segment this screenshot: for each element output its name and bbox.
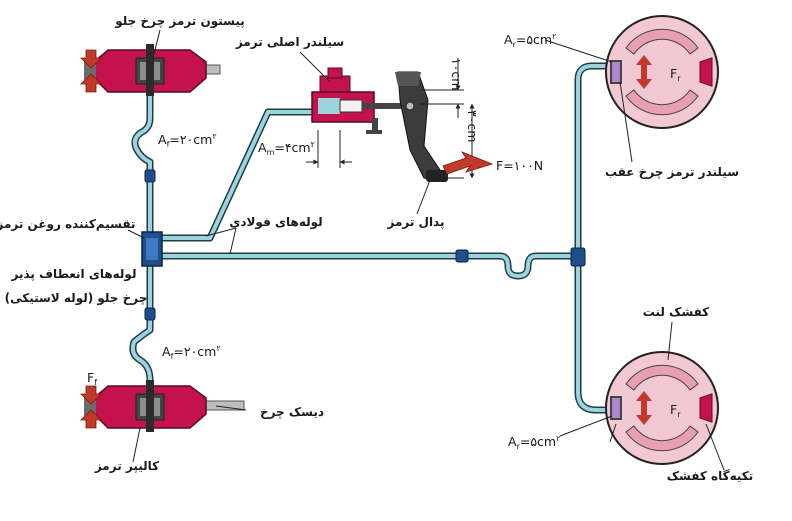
symbol-am: Am=۴cm۲ [258, 140, 315, 157]
label-brake-pedal: پدال ترمز [386, 215, 444, 229]
front-caliper-top [84, 44, 221, 96]
double-arrow-icon [636, 391, 652, 425]
arrow-up-icon [80, 409, 102, 429]
connector-front-bottom [144, 307, 156, 321]
brake-pipes [129, 62, 616, 414]
pipe-rear-bottom [574, 262, 616, 414]
pipe-rear-vertical [574, 62, 616, 252]
symbol-dim-long: ۳۰cm [465, 110, 480, 142]
arrow-down-icon [80, 385, 102, 405]
label-brake-caliper: کالیپر ترمز [94, 459, 159, 473]
pipe-connectors [144, 169, 586, 321]
connector-front-top [144, 169, 156, 183]
label-master-cylinder: سیلندر اصلی ترمز [235, 35, 344, 49]
leader-lines [127, 29, 725, 471]
connector-main-pipe [455, 249, 469, 263]
symbol-af-top: Af=۲۰cm۲ [158, 132, 217, 149]
label-distributor: تقسیم‌کننده روغن ترمز [0, 217, 136, 232]
force-arrow-icon [442, 151, 494, 175]
brake-pedal [395, 71, 448, 182]
label-front-piston: پیستون ترمز چرخ جلو [114, 14, 245, 29]
symbols: Af=۲۰cm۲ Af=۲۰cm۲ Am=۴cm۲ Ar=۵cm۲ Ar=۵cm… [87, 32, 681, 451]
label-flexible-hose-1: لوله‌های انعطاف پذیر [11, 267, 137, 282]
double-arrow-icon [636, 55, 652, 89]
symbol-ar-top: Ar=۵cm۲ [504, 32, 556, 49]
symbol-fr-top: Fr [670, 66, 681, 83]
front-caliper-arrows [80, 49, 102, 429]
symbol-ff: Ff [87, 370, 97, 387]
label-shoe-anchor: تکیه‌گاه کفشک [667, 469, 754, 483]
symbol-af-bottom: Af=۲۰cm۲ [162, 344, 221, 361]
symbol-dim-short: ۱۰cm [449, 58, 464, 90]
arrow-down-icon [80, 49, 102, 69]
label-wheel-disc: دیسک چرخ [260, 405, 324, 419]
labels: پیستون ترمز چرخ جلو سیلندر اصلی ترمز تقس… [0, 14, 753, 483]
rear-drum-top [605, 15, 719, 129]
arrow-up-icon [80, 73, 102, 93]
front-caliper-bottom [84, 380, 245, 432]
distributor-block [141, 231, 163, 267]
symbol-ar-bottom: Ar=۵cm۲ [508, 434, 560, 451]
symbol-fr-bottom: Fr [670, 402, 681, 419]
label-steel-pipes: لوله‌های فولادی [229, 215, 322, 230]
pipe-front-top [131, 88, 154, 244]
label-brake-shoe-lining: کفشک لنت [643, 305, 709, 319]
label-flexible-hose-2: چرخ جلو (لوله لاستیکی) [5, 291, 148, 306]
rear-drum-bottom [605, 351, 719, 465]
connector-rear-junction [570, 247, 586, 267]
label-rear-wheel-cylinder: سیلندر ترمز چرخ عقب [605, 165, 739, 179]
master-cylinder [311, 67, 410, 134]
symbol-force: F=۱۰۰N [496, 158, 543, 173]
master-bore-dimension [306, 130, 352, 168]
